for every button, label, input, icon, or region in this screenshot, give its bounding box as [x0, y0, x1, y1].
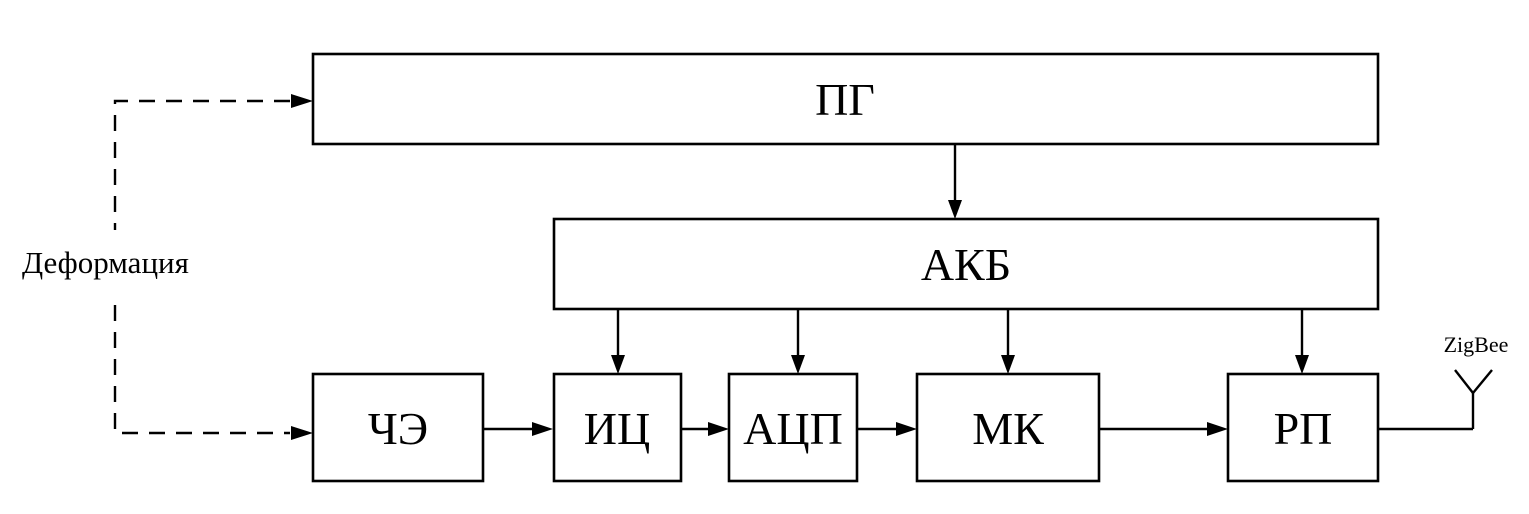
block-ic: ИЦ	[552, 372, 683, 483]
block-acp: АЦП	[727, 372, 859, 483]
block-akb-label: АКБ	[921, 239, 1011, 290]
arrow-ic-to-acp	[681, 422, 729, 436]
arrow-acp-to-mk	[857, 422, 917, 436]
arrow-akb-to-mk	[1001, 309, 1015, 374]
arrow-akb-to-rp	[1295, 309, 1309, 374]
block-che: ЧЭ	[311, 372, 485, 483]
arrowhead-to-pg	[291, 94, 313, 108]
block-mk-label: МК	[972, 403, 1044, 454]
block-rp: РП	[1226, 372, 1380, 483]
block-pg: ПГ	[311, 52, 1380, 146]
block-acp-label: АЦП	[743, 403, 843, 454]
block-ic-label: ИЦ	[584, 403, 650, 454]
arrow-mk-to-rp	[1099, 422, 1228, 436]
zigbee-label: ZigBee	[1444, 332, 1509, 357]
antenna: ZigBee	[1378, 332, 1509, 431]
arrowhead-to-che	[291, 426, 313, 440]
block-rp-label: РП	[1274, 403, 1333, 454]
arrow-che-to-ic	[483, 422, 553, 436]
deformation-label: Деформация	[22, 245, 189, 280]
block-akb: АКБ	[552, 217, 1380, 311]
arrow-pg-to-akb	[948, 144, 962, 219]
block-pg-label: ПГ	[815, 74, 875, 125]
block-che-label: ЧЭ	[368, 403, 428, 454]
arrow-akb-to-acp	[791, 309, 805, 374]
block-mk: МК	[915, 372, 1101, 483]
deformation-path: Деформация	[22, 94, 313, 440]
arrow-akb-to-ic	[611, 309, 625, 374]
